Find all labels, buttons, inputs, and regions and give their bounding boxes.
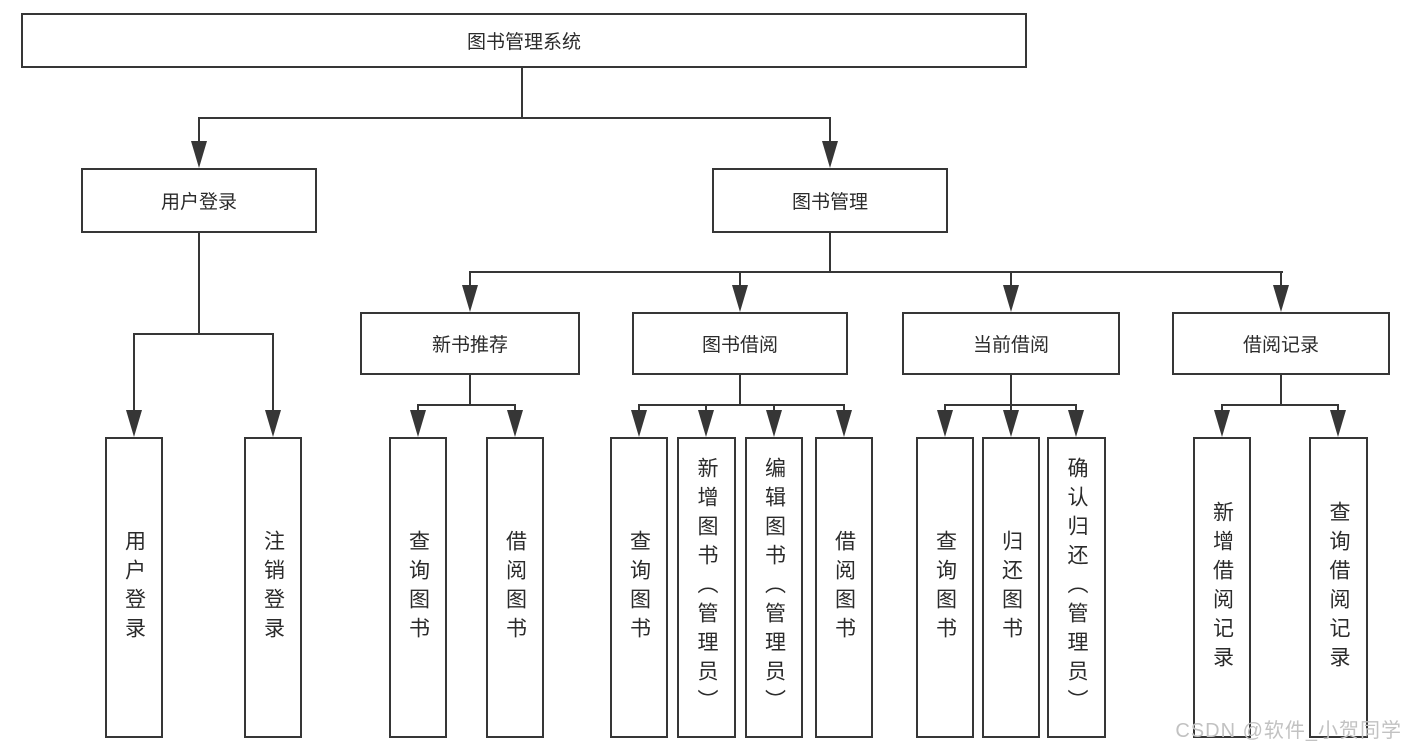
leaf-borrow-add-admin: 新增图书（管理员） xyxy=(677,437,736,738)
arrowhead-newbooks-leaf2 xyxy=(507,410,523,437)
leaf-records-add: 新增借阅记录 xyxy=(1193,437,1251,738)
connector-newbooks-leaf2-stem xyxy=(514,404,516,414)
connector-login-distributor xyxy=(133,333,274,335)
node-user-login-label: 用户登录 xyxy=(160,192,237,213)
leaf-logout-label: 注销登录 xyxy=(261,529,285,646)
node-new-book-recommend-label: 新书推荐 xyxy=(431,335,508,356)
leaf-borrow-query: 查询图书 xyxy=(610,437,668,738)
leaf-current-query: 查询图书 xyxy=(916,437,974,738)
leaf-newbooks-query: 查询图书 xyxy=(389,437,447,738)
arrowhead-current-leaf3 xyxy=(1068,410,1084,437)
arrowhead-current-leaf1 xyxy=(937,410,953,437)
connector-records-leaf1-stem xyxy=(1221,404,1223,414)
arrowhead-login-leaf2 xyxy=(265,410,281,437)
leaf-records-query: 查询借阅记录 xyxy=(1309,437,1368,738)
connector-login-drop xyxy=(198,233,200,335)
node-book-manage: 图书管理 xyxy=(712,168,948,233)
leaf-borrow-borrow-label: 借阅图书 xyxy=(832,529,856,646)
leaf-borrow-borrow: 借阅图书 xyxy=(815,437,873,738)
connector-current-leaf1-stem xyxy=(944,404,946,414)
arrowhead-borrow-leaf1 xyxy=(631,410,647,437)
connector-manage-stem xyxy=(829,117,831,145)
arrowhead-manage xyxy=(822,141,838,168)
leaf-current-return-label: 归还图书 xyxy=(999,529,1023,646)
connector-borrow-distributor xyxy=(638,404,845,406)
connector-current-leaf2-stem xyxy=(1010,404,1012,414)
connector-current-drop xyxy=(1010,375,1012,406)
leaf-records-query-label: 查询借阅记录 xyxy=(1327,500,1350,675)
leaf-records-add-label: 新增借阅记录 xyxy=(1210,500,1234,675)
leaf-borrow-edit-admin-label: 编辑图书（管理员） xyxy=(762,457,786,718)
connector-login-stem xyxy=(198,117,200,145)
leaf-current-confirm-return-admin-label: 确认归还（管理员） xyxy=(1065,457,1088,718)
node-current-borrow-label: 当前借阅 xyxy=(972,335,1049,356)
connector-current-stem xyxy=(1010,271,1012,287)
leaf-newbooks-borrow-label: 借阅图书 xyxy=(503,529,527,646)
connector-borrow-leaf1-stem xyxy=(638,404,640,414)
arrowhead-records xyxy=(1273,285,1289,312)
connector-login-leaf2-stem xyxy=(272,333,274,413)
connector-newbooks-distributor xyxy=(417,404,516,406)
node-book-borrow-label: 图书借阅 xyxy=(701,335,778,356)
connector-borrow-leaf3-stem xyxy=(773,404,775,414)
connector-records-drop xyxy=(1280,375,1282,406)
node-user-login: 用户登录 xyxy=(81,168,317,233)
leaf-borrow-query-label: 查询图书 xyxy=(627,529,651,646)
csdn-watermark: CSDN @软件_小贺同学 xyxy=(1175,720,1402,742)
arrowhead-borrow-leaf2 xyxy=(698,410,714,437)
connector-root-drop xyxy=(521,68,523,118)
arrowhead-current-leaf2 xyxy=(1003,410,1019,437)
connector-level3-distributor xyxy=(469,271,1283,273)
node-book-borrow: 图书借阅 xyxy=(632,312,848,375)
arrowhead-borrow-leaf3 xyxy=(766,410,782,437)
connector-borrow-drop xyxy=(739,375,741,406)
leaf-user-login-label: 用户登录 xyxy=(122,529,146,646)
arrowhead-newbooks xyxy=(462,285,478,312)
leaf-newbooks-borrow: 借阅图书 xyxy=(486,437,544,738)
connector-level2-distributor xyxy=(198,117,831,119)
connector-login-leaf1-stem xyxy=(133,333,135,413)
connector-borrow-leaf4-stem xyxy=(843,404,845,414)
arrowhead-current xyxy=(1003,285,1019,312)
arrowhead-newbooks-leaf1 xyxy=(410,410,426,437)
node-borrow-records: 借阅记录 xyxy=(1172,312,1390,375)
node-borrow-records-label: 借阅记录 xyxy=(1242,335,1319,356)
connector-borrow-leaf2-stem xyxy=(705,404,707,414)
connector-newbooks-drop xyxy=(469,375,471,406)
connector-borrow-stem xyxy=(739,271,741,287)
leaf-user-login: 用户登录 xyxy=(105,437,163,738)
leaf-borrow-add-admin-label: 新增图书（管理员） xyxy=(695,457,718,718)
leaf-current-confirm-return-admin: 确认归还（管理员） xyxy=(1047,437,1106,738)
node-root-label: 图书管理系统 xyxy=(466,32,581,53)
leaf-newbooks-query-label: 查询图书 xyxy=(406,529,430,646)
node-root-library-system: 图书管理系统 xyxy=(21,13,1027,68)
arrowhead-login-leaf1 xyxy=(126,410,142,437)
arrowhead-records-leaf2 xyxy=(1330,410,1346,437)
node-book-manage-label: 图书管理 xyxy=(791,192,868,213)
leaf-logout: 注销登录 xyxy=(244,437,302,738)
leaf-borrow-edit-admin: 编辑图书（管理员） xyxy=(745,437,803,738)
connector-records-distributor xyxy=(1221,404,1339,406)
node-new-book-recommend: 新书推荐 xyxy=(360,312,580,375)
arrowhead-login xyxy=(191,141,207,168)
connector-records-stem xyxy=(1280,271,1282,287)
arrowhead-borrow-leaf4 xyxy=(836,410,852,437)
connector-newbooks-stem xyxy=(469,271,471,287)
arrowhead-borrow xyxy=(732,285,748,312)
arrowhead-records-leaf1 xyxy=(1214,410,1230,437)
connector-manage-drop xyxy=(829,233,831,273)
node-current-borrow: 当前借阅 xyxy=(902,312,1120,375)
connector-current-leaf3-stem xyxy=(1075,404,1077,414)
connector-records-leaf2-stem xyxy=(1337,404,1339,414)
connector-newbooks-leaf1-stem xyxy=(417,404,419,414)
leaf-current-query-label: 查询图书 xyxy=(933,529,957,646)
leaf-current-return: 归还图书 xyxy=(982,437,1040,738)
